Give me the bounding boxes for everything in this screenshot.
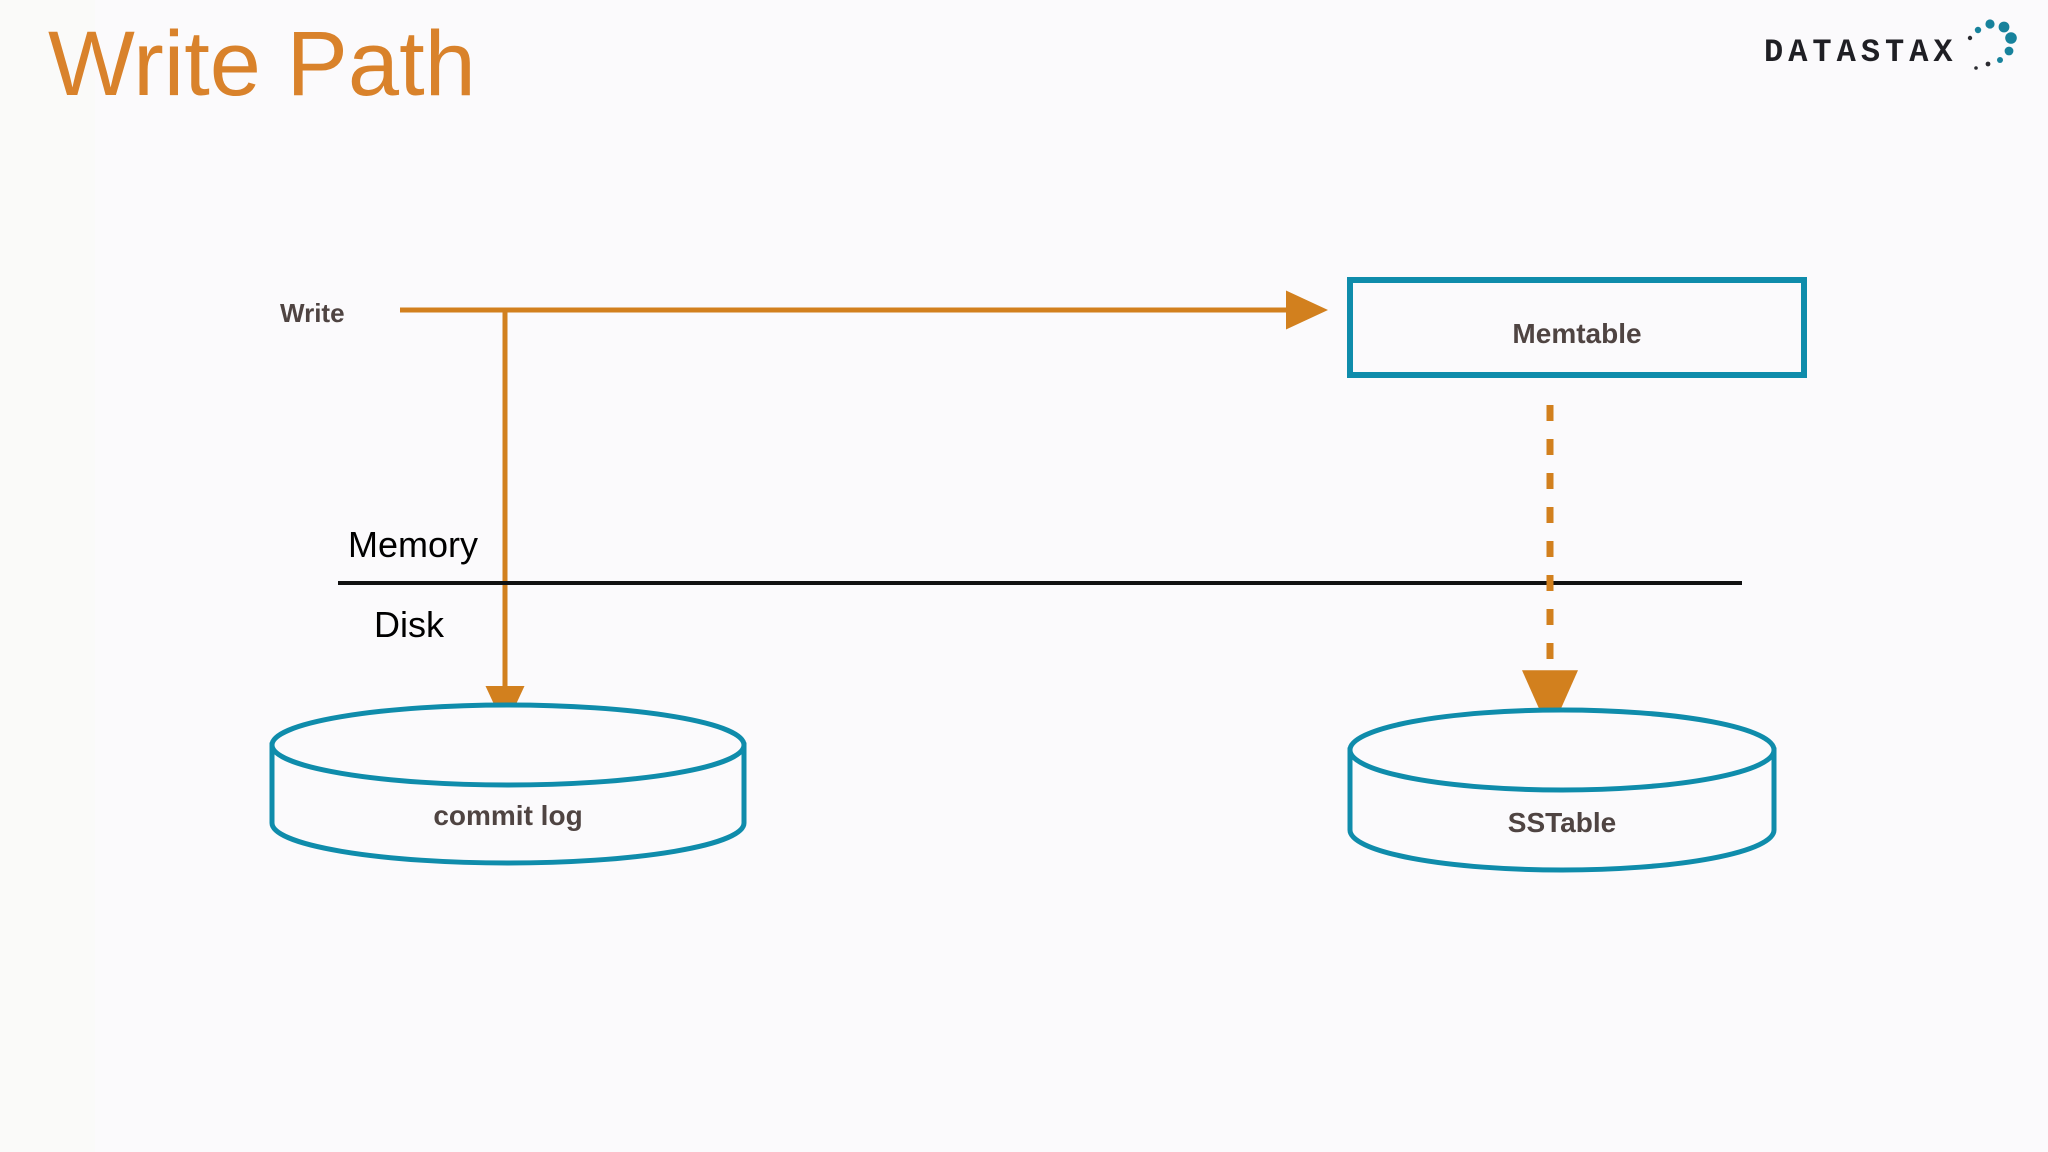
disk-label: Disk (374, 604, 445, 645)
datastax-dots-icon (1967, 19, 2017, 70)
datastax-logo: DATASTAX (1764, 16, 2022, 78)
node-commitlog-label: commit log (433, 800, 582, 831)
page-title: Write Path (48, 13, 476, 115)
memory-label: Memory (348, 524, 478, 565)
node-memtable (1347, 277, 1807, 378)
datastax-wordmark: DATASTAX (1764, 34, 1958, 71)
write-entry-label: Write (280, 298, 345, 328)
node-sstable: SSTable (1347, 707, 1777, 873)
node-commitlog: commit log (269, 702, 747, 866)
node-sstable-label: SSTable (1508, 807, 1616, 838)
background-tone-band (95, 0, 2048, 1152)
node-memtable-label: Memtable (1512, 318, 1641, 349)
